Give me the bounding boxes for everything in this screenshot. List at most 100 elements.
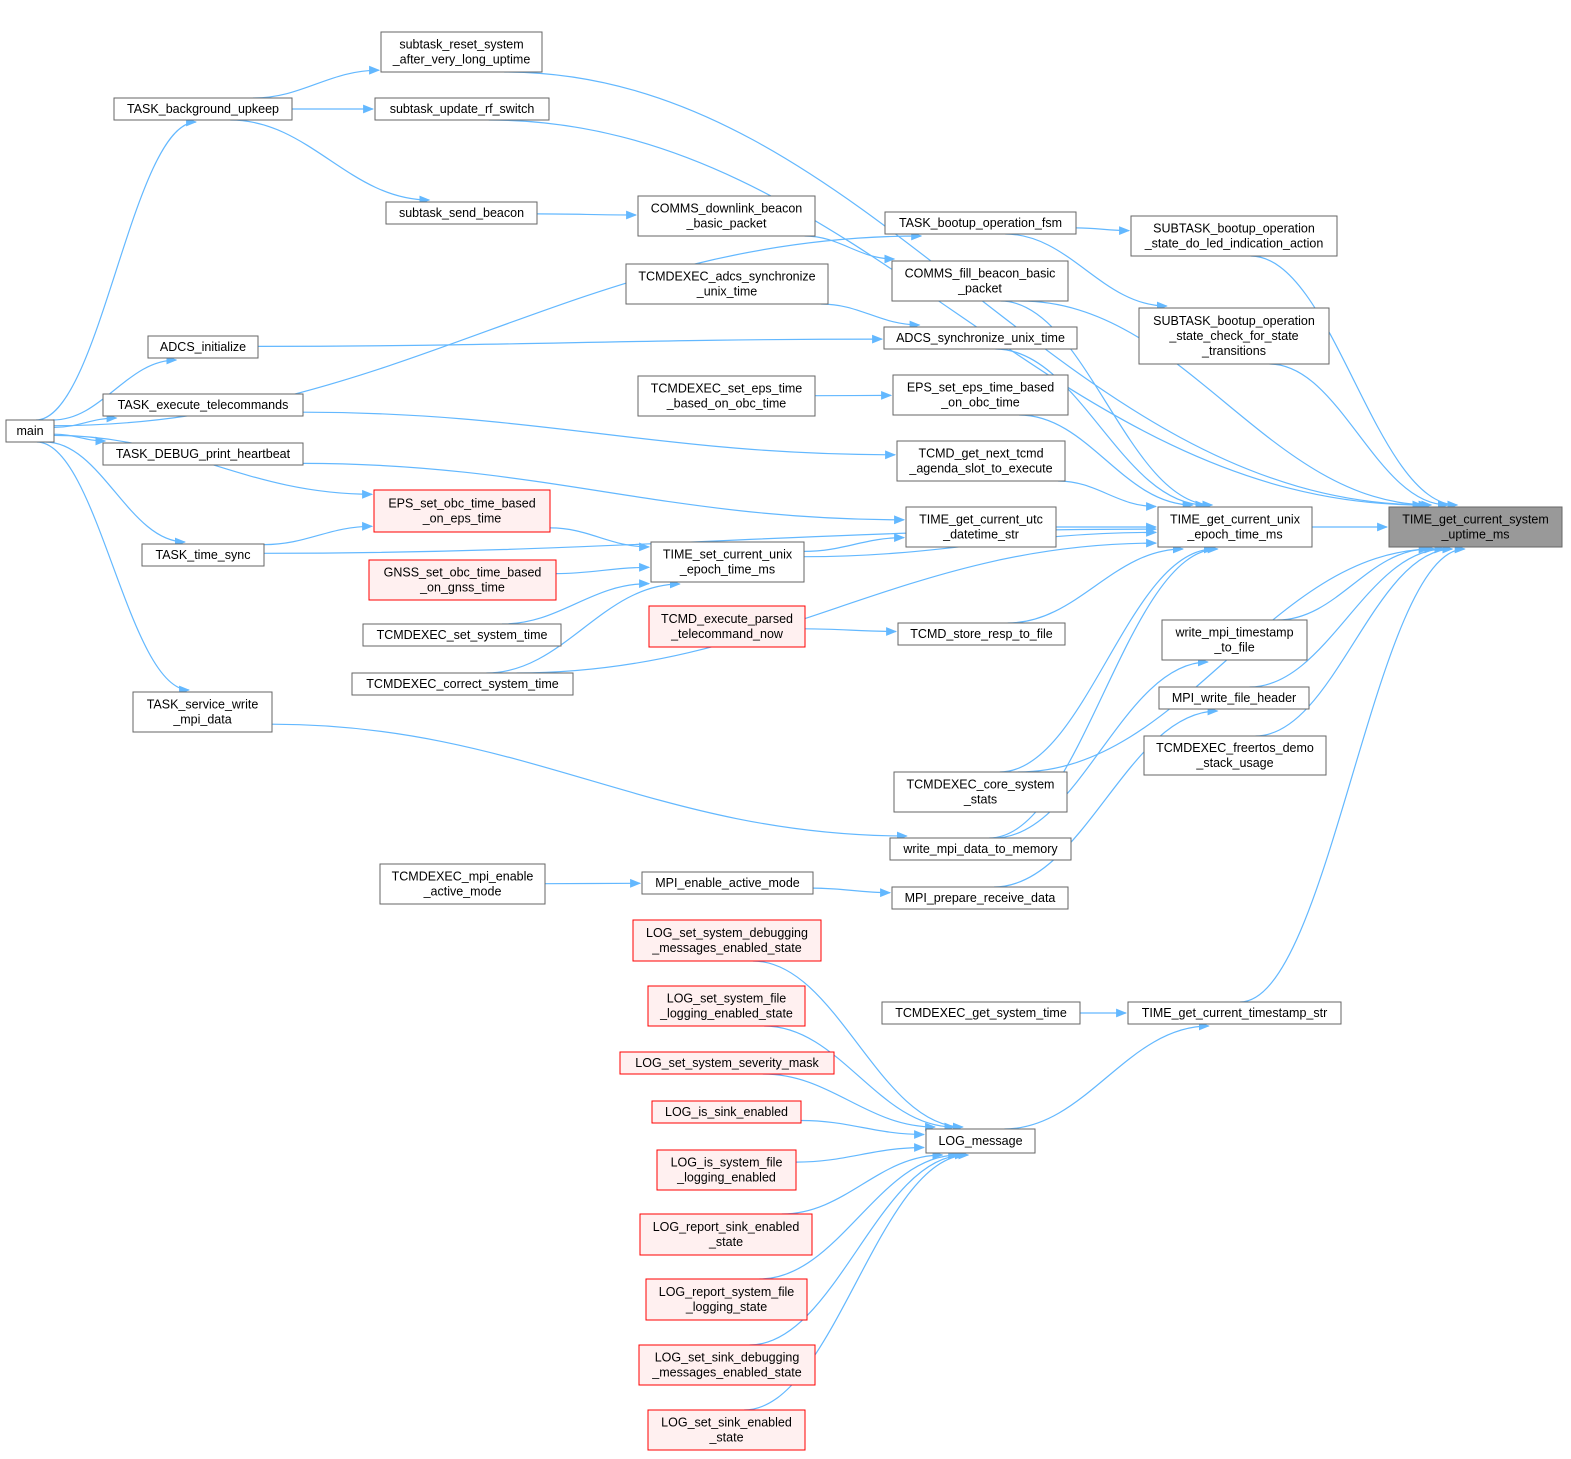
node-gnss[interactable]: GNSS_set_obc_time_based_on_gnss_time [368,559,557,601]
node-label: _to_file [1213,641,1254,655]
node-task_bg[interactable]: TASK_background_upkeep [113,97,293,121]
node-box [641,871,814,895]
node-tcm_mpi[interactable]: TCMDEXEC_mpi_enable_active_mode [379,863,546,905]
edge-tcmd_next-to-time_unix [1057,480,1158,511]
node-label: LOG_set_sink_debugging [655,1351,800,1365]
node-task_boot[interactable]: TASK_bootup_operation_fsm [884,211,1077,235]
node-label: _logging_enabled [676,1171,776,1185]
node-box [639,1213,813,1256]
node-box [102,393,304,417]
node-label: TCMDEXEC_get_system_time [895,1006,1067,1020]
node-mpi_ts[interactable]: write_mpi_timestamp_to_file [1161,619,1308,661]
node-task_sync[interactable]: TASK_time_sync [141,543,265,567]
node-tcm_eps[interactable]: TCMDEXEC_set_eps_time_based_on_obc_time [637,375,816,417]
node-tcm_adcs[interactable]: TCMDEXEC_adcs_synchronize_unix_time [625,263,829,305]
node-label: TCMD_execute_parsed [661,612,793,626]
node-label: _logging_enabled_state [659,1007,793,1021]
node-label: TASK_time_sync [156,548,251,562]
node-sub_reset[interactable]: subtask_reset_system_after_very_long_upt… [380,31,543,73]
node-tcmd_parsed[interactable]: TCMD_execute_parsed_telecommand_now [648,605,806,648]
node-log_rep_sink[interactable]: LOG_report_sink_enabled_state [639,1213,813,1256]
node-label: main [16,424,43,438]
node-mpi_mem[interactable]: write_mpi_data_to_memory [889,837,1072,861]
node-box [368,559,557,601]
node-label: MPI_write_file_header [1172,691,1296,705]
node-adcs_init[interactable]: ADCS_initialize [147,335,259,359]
edge-sub_led-to-time_up [1250,255,1459,510]
node-label: _state [708,1431,743,1445]
node-log_sink_en[interactable]: LOG_set_sink_enabled_state [647,1409,806,1451]
edge-comms_fill-to-time_unix [1000,300,1214,510]
edge-log_sev-to-log_msg [762,1073,937,1132]
node-tcmd_store[interactable]: TCMD_store_resp_to_file [897,622,1066,646]
edge-eps_obc-to-time_set [549,527,651,552]
node-log_sink_dbg[interactable]: LOG_set_sink_debugging_messages_enabled_… [638,1344,816,1386]
node-log_sev[interactable]: LOG_set_system_severity_mask [619,1051,835,1075]
node-mpi_prep[interactable]: MPI_prepare_receive_data [891,886,1069,910]
node-label: TASK_execute_telecommands [118,398,289,412]
node-label: _mpi_data [172,713,231,727]
node-box [1158,686,1310,710]
node-sub_check[interactable]: SUBTASK_bootup_operation_state_check_for… [1138,307,1330,365]
node-tcm_core[interactable]: TCMDEXEC_core_system_stats [893,771,1068,813]
node-task_exec[interactable]: TASK_execute_telecommands [102,393,304,417]
node-comms_fill[interactable]: COMMS_fill_beacon_basic_packet [891,260,1069,302]
node-sub_led[interactable]: SUBTASK_bootup_operation_state_do_led_in… [1130,215,1338,257]
node-tcm_free[interactable]: TCMDEXEC_freertos_demo_stack_usage [1143,735,1327,776]
node-tcmd_next[interactable]: TCMD_get_next_tcmd_agenda_slot_to_execut… [896,440,1066,482]
node-tcm_get[interactable]: TCMDEXEC_get_system_time [881,1001,1081,1025]
node-label: TIME_get_current_timestamp_str [1142,1006,1328,1020]
node-label: ADCS_initialize [160,340,246,354]
node-time_set[interactable]: TIME_set_current_unix_epoch_time_ms [650,541,805,583]
edge-tcm_corr-to-time_set [486,579,681,674]
node-box [893,771,1068,813]
node-mpi_hdr[interactable]: MPI_write_file_header [1158,686,1310,710]
node-mpi_act[interactable]: MPI_enable_active_mode [641,871,814,895]
node-time_utc[interactable]: TIME_get_current_utc_datetime_str [905,506,1057,548]
node-task_dbg[interactable]: TASK_DEBUG_print_heartbeat [102,442,304,466]
node-label: _state [708,1235,743,1249]
node-label: LOG_set_sink_enabled [661,1416,792,1430]
node-box [637,375,816,417]
node-task_mpi[interactable]: TASK_service_write_mpi_data [132,691,273,733]
node-label: _state_check_for_state [1168,329,1298,343]
node-box [1157,506,1313,548]
node-label: _epoch_time_ms [679,563,775,577]
edge-task_boot-to-sub_check [1005,233,1168,311]
node-log_dbg[interactable]: LOG_set_system_debugging_messages_enable… [632,919,822,962]
node-eps_set[interactable]: EPS_set_eps_time_based_on_obc_time [892,374,1069,416]
node-sub_beacon[interactable]: subtask_send_beacon [385,201,538,225]
edge-log_msg-to-time_ts [1004,1021,1210,1130]
node-adcs_sync[interactable]: ADCS_synchronize_unix_time [883,326,1078,350]
function-nodes: main TASK_background_upkeep subtask_reset_… [5,31,1563,1451]
node-label: _messages_enabled_state [651,1366,801,1380]
edge-mpi_hdr-to-time_up [1249,544,1446,688]
edge-mpi_mem-to-time_unix [989,544,1219,839]
node-time_ts[interactable]: TIME_get_current_timestamp_str [1127,1001,1342,1025]
node-box [891,886,1069,910]
node-label: TASK_background_upkeep [127,102,279,116]
node-log_file[interactable]: LOG_set_system_file_logging_enabled_stat… [647,985,806,1027]
node-log_sink[interactable]: LOG_is_sink_enabled [651,1100,802,1124]
node-comms_dl[interactable]: COMMS_downlink_beacon_basic_packet [637,195,816,237]
node-time_up[interactable]: TIME_get_current_system_uptime_ms [1388,506,1563,548]
node-label: _stats [963,793,997,807]
node-time_unix[interactable]: TIME_get_current_unix_epoch_time_ms [1157,506,1313,548]
node-label: TASK_DEBUG_print_heartbeat [116,447,291,461]
node-tcm_corr[interactable]: TCMDEXEC_correct_system_time [351,672,574,696]
edge-log_sysfile-to-log_msg [795,1143,926,1163]
node-log_rep_file[interactable]: LOG_report_system_file_logging_state [645,1278,808,1321]
node-label: LOG_report_system_file [659,1285,795,1299]
node-label: _stack_usage [1195,756,1273,770]
node-eps_obc[interactable]: EPS_set_obc_time_based_on_eps_time [373,489,551,533]
edge-log_file-to-log_msg [764,1025,956,1132]
node-tcm_sys[interactable]: TCMDEXEC_set_system_time [362,623,562,647]
node-label: LOG_set_system_debugging [646,926,808,940]
node-sub_rf[interactable]: subtask_update_rf_switch [374,97,550,121]
node-log_msg[interactable]: LOG_message [925,1128,1036,1154]
node-main[interactable]: main [5,419,55,443]
node-label: write_mpi_timestamp [1174,626,1293,640]
node-box [647,985,806,1027]
node-log_sysfile[interactable]: LOG_is_system_file_logging_enabled [656,1149,797,1191]
